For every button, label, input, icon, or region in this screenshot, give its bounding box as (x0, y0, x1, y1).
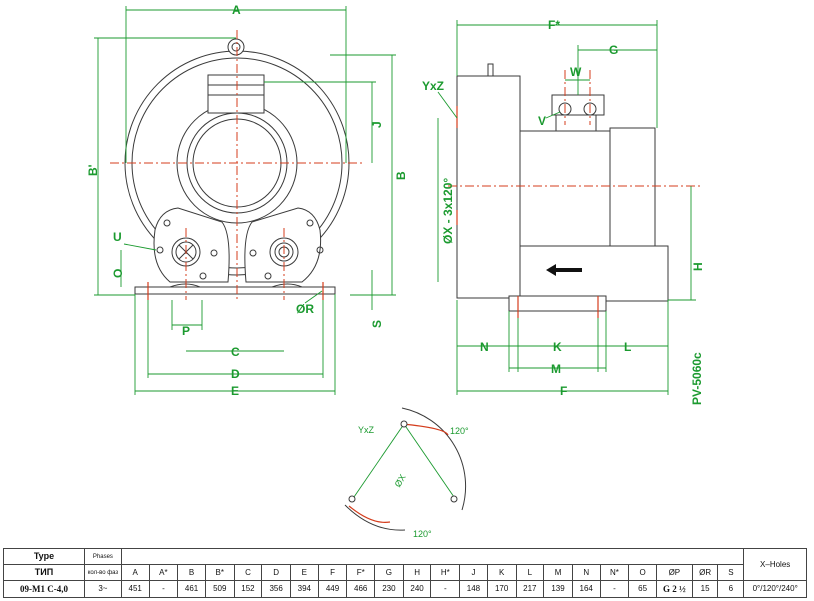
header-cell: ØR (691, 564, 719, 581)
header-cell: H* (430, 564, 461, 581)
label-b-prime: B' (86, 164, 100, 176)
value-cell: 466 (346, 580, 376, 598)
label-p: P (182, 324, 190, 338)
value-cell: 15 (691, 580, 719, 598)
header-cell: O (628, 564, 657, 581)
value-cell: 164 (571, 580, 601, 598)
value-cell: 451 (120, 580, 150, 598)
header-cell: ØP (655, 564, 693, 581)
label-f: F (560, 384, 567, 398)
header-cell: A (120, 564, 150, 581)
xholes-cell: 0°/120°/240° (743, 580, 807, 598)
header-cell: M (543, 564, 573, 581)
header-blank (120, 548, 745, 565)
header-cell: N (571, 564, 601, 581)
value-cell: 152 (233, 580, 263, 598)
detail-angle-top: 120° (450, 426, 469, 436)
value-cell: 148 (459, 580, 488, 598)
col-tip: ТИП (3, 564, 85, 581)
header-cell: G (374, 564, 404, 581)
side-view: F* G W V YxZ ØX - 3x120° H N K L M F PV-… (422, 18, 705, 405)
value-cell: 240 (402, 580, 432, 598)
col-phases-ru: кол-во фаз (83, 564, 122, 581)
header-cell: A* (148, 564, 179, 581)
phases-cell: 3~ (83, 580, 122, 598)
header-cell: H (402, 564, 432, 581)
value-cell: 461 (177, 580, 206, 598)
front-view: A B B' J C D E P U O S ØR (86, 3, 408, 398)
table-row: 09-M1 C-4,0 3~ 451 - 461 509 152 356 394… (3, 580, 807, 598)
label-l: M (551, 362, 561, 376)
spec-table: Type Phases X–Holes ТИП кол-во фаз A A* … (3, 548, 807, 598)
label-yxz: YxZ (422, 79, 444, 93)
value-cell: - (599, 580, 630, 598)
value-cell: - (148, 580, 179, 598)
model-cell: 09-M1 C-4,0 (3, 580, 85, 598)
label-c: C (231, 345, 240, 359)
detail-x: ØX (393, 473, 408, 489)
header-cell: F* (346, 564, 376, 581)
value-cell: 509 (204, 580, 235, 598)
header-cell: L (515, 564, 545, 581)
label-r: ØR (296, 302, 314, 316)
detail-view: YxZ ØX 120° 120° (344, 407, 469, 539)
label-f-star: F* (548, 18, 560, 32)
col-phases: Phases (83, 548, 122, 565)
header-cell: K (486, 564, 517, 581)
header-cell: D (261, 564, 291, 581)
value-cell: 394 (290, 580, 319, 598)
technical-drawing: A B B' J C D E P U O S ØR (86, 3, 705, 539)
header-cell: B (177, 564, 206, 581)
label-s: S (370, 320, 384, 328)
value-cell: 170 (486, 580, 517, 598)
label-o: O (111, 269, 125, 278)
detail-angle-bottom: 120° (413, 529, 432, 539)
col-xholes: X–Holes (743, 548, 807, 581)
value-cell: 449 (317, 580, 348, 598)
label-b: B (394, 171, 408, 180)
value-cell: 356 (261, 580, 291, 598)
detail-yxz: YxZ (358, 425, 375, 435)
value-cell: 65 (628, 580, 657, 598)
label-h: H (691, 262, 705, 271)
header-cell: F (317, 564, 348, 581)
header-cell: E (290, 564, 319, 581)
header-cell: S (717, 564, 745, 581)
header-cell: N* (599, 564, 630, 581)
header-cell: C (233, 564, 263, 581)
value-cell: 230 (374, 580, 404, 598)
drawing-code: PV-5060c (690, 352, 704, 405)
label-e: E (231, 384, 239, 398)
label-g: G (609, 43, 618, 57)
col-type: Type (3, 548, 85, 565)
label-j: J (370, 121, 384, 128)
value-cell: - (430, 580, 461, 598)
label-u: U (113, 230, 122, 244)
header-row: ТИП кол-во фаз A A* B B* C D E F F* G H … (3, 564, 807, 581)
label-m: L (624, 340, 631, 354)
header-cell: J (459, 564, 488, 581)
value-cell: 6 (717, 580, 745, 598)
value-cell: 217 (515, 580, 545, 598)
label-x-holes: ØX - 3x120° (441, 178, 455, 244)
value-cell: G 2 ½ (655, 580, 693, 598)
label-d: D (231, 367, 240, 381)
label-w: W (570, 65, 582, 79)
label-n: N (480, 340, 489, 354)
header-cell: B* (204, 564, 235, 581)
label-a: A (232, 3, 241, 17)
value-cell: 139 (543, 580, 573, 598)
label-v: V (538, 114, 546, 128)
label-k: K (553, 340, 562, 354)
